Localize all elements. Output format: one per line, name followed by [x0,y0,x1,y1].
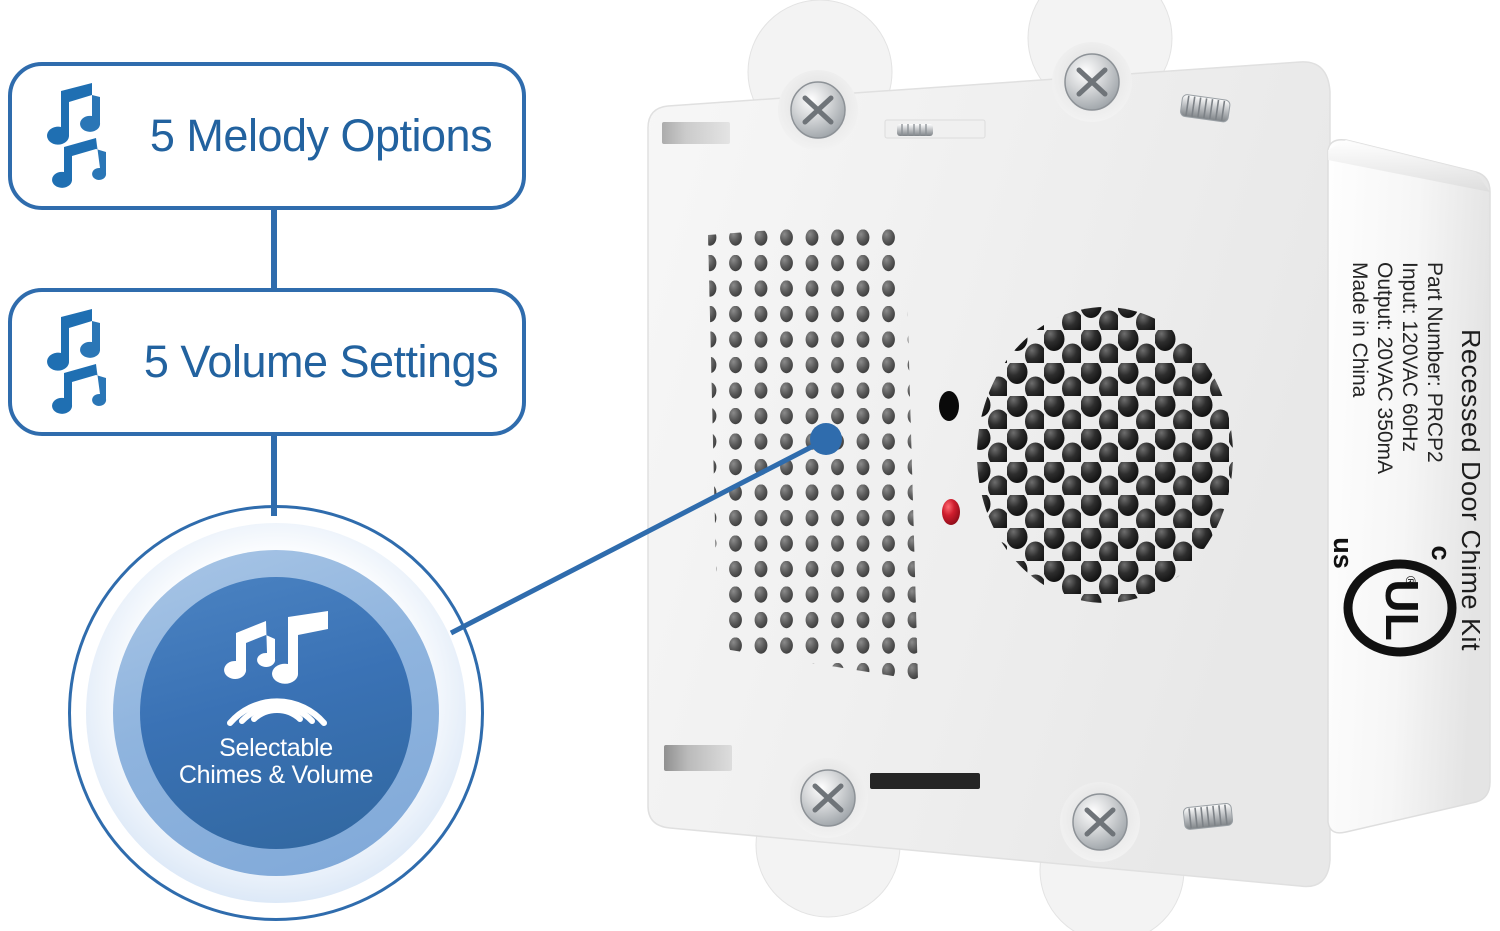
label-line-4: Made in China [1348,262,1371,398]
phillips-screw-bottom-right [1060,782,1140,862]
vent-slot-bottom [870,773,980,789]
red-led-indicator [942,499,960,525]
round-speaker-grille [977,307,1233,603]
badge-outer-ring [68,505,484,921]
feature-callout-melody[interactable]: 5 Melody Options [8,62,526,210]
vent-slot-top [884,119,986,139]
label-line-2: Input: 120VAC 60Hz [1398,262,1421,452]
feature-callout-volume[interactable]: 5 Volume Settings [8,288,526,436]
ul-registered-symbol: ® [1403,576,1419,587]
ul-certification-icon: c UL ® us [1328,537,1457,657]
feature-label-melody: 5 Melody Options [149,110,493,161]
threaded-screw-top [1180,94,1231,123]
music-notes-soundwave-icon [224,611,328,726]
label-line-1: Part Number: PRCP2 [1423,262,1446,463]
phillips-screw-top-right [1052,42,1132,122]
connector-line-top [271,208,277,292]
feature-label-volume: 5 Volume Settings [143,336,499,387]
left-marking-bottom [664,745,732,771]
phillips-screw-bottom-left [788,758,868,838]
ul-prefix-c: c [1426,545,1456,560]
side-label-group: Recessed Door Chime Kit Part Number: PRC… [1328,262,1486,657]
phillips-screw-top-left [778,70,858,150]
music-notes-icon [47,309,107,414]
connector-line-bottom [271,432,277,516]
threaded-screw-bottom [1182,802,1234,830]
label-title: Recessed Door Chime Kit [1456,329,1486,651]
chime-side-top-edge [1328,140,1490,192]
label-line-3: Output: 20VAC 350mA [1373,262,1396,474]
badge-caption: Selectable Chimes & Volume [178,734,374,789]
badge-caption-line-1: Selectable [219,734,333,762]
ul-suffix-us: us [1328,537,1358,569]
chime-side-panel [1327,138,1491,834]
badge-core: Selectable Chimes & Volume [140,577,412,849]
selectable-chimes-badge[interactable]: Selectable Chimes & Volume [68,505,484,921]
square-speaker-grille [708,220,918,680]
music-notes-icon [47,83,107,188]
left-marking-top [662,122,730,144]
ul-mark: UL [1376,579,1428,640]
badge-caption-line-2: Chimes & Volume [178,761,374,789]
product-photo: Recessed Door Chime Kit Part Number: PRC… [647,0,1491,931]
sensor-hole [939,391,959,421]
